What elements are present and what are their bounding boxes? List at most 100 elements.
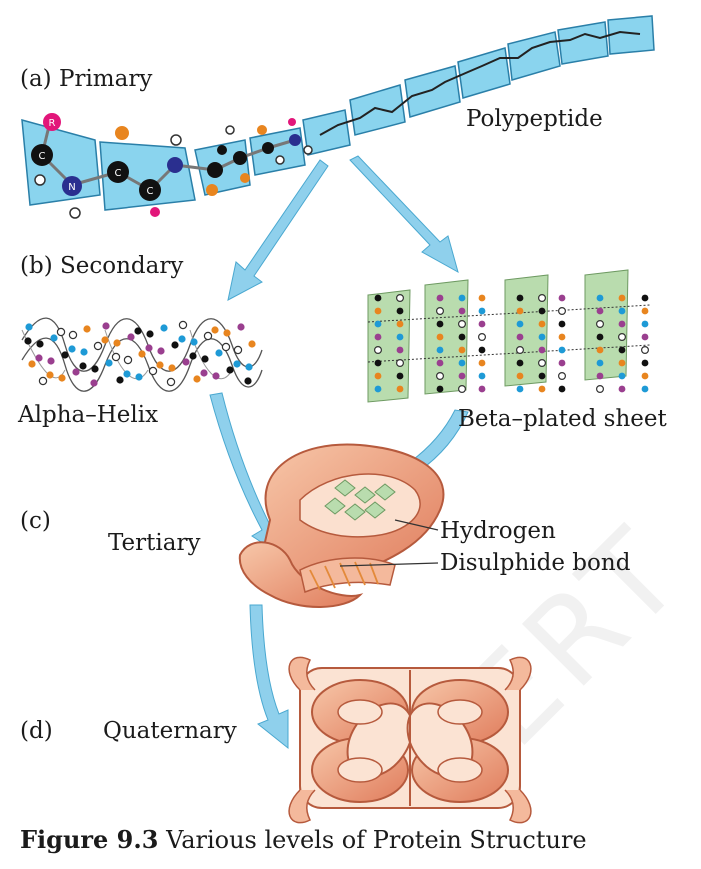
atom-dot [596, 346, 604, 354]
chain-segment [349, 84, 406, 136]
label-tertiary-letter: (c) [20, 508, 51, 534]
atom-dot [436, 320, 444, 328]
atom-dot [244, 377, 252, 385]
atom-dot [618, 359, 626, 367]
atom-dot [618, 385, 626, 393]
atom-dot [396, 320, 404, 328]
atom-dot [190, 338, 198, 346]
atom-dot [46, 371, 54, 379]
atom-dot [102, 322, 110, 330]
atom-dot [148, 366, 158, 376]
atom-dot [233, 345, 243, 355]
tertiary-structure [238, 443, 445, 608]
atom-dot [596, 307, 604, 315]
label-tertiary: Tertiary [108, 530, 201, 556]
atom-dot [93, 341, 103, 351]
chain-segment [21, 118, 101, 206]
atom-dot [538, 307, 546, 315]
hbond-diamond [364, 501, 386, 519]
atom-dot [157, 347, 165, 355]
atom-dot [516, 333, 524, 341]
atom-dot [56, 327, 66, 337]
label-hydrogen: Hydrogen [440, 518, 556, 544]
atom-dot [215, 349, 223, 357]
atom-dot [641, 320, 649, 328]
atom-dot [558, 346, 566, 354]
atom-dot [203, 331, 213, 341]
atom-dot [558, 320, 566, 328]
atom-dot [28, 360, 36, 368]
label-quaternary-letter: (d) [20, 718, 53, 744]
atom-dot [105, 359, 113, 367]
atom-dot [374, 294, 382, 302]
atom-dot [374, 385, 382, 393]
atom-dot [458, 320, 467, 329]
atom-dot [458, 307, 466, 315]
atom-dot [396, 385, 404, 393]
atom-dot [24, 337, 32, 345]
atom-dot [595, 320, 604, 329]
atom-dot [436, 385, 444, 393]
atom-dot [478, 372, 486, 380]
figure-caption-text: Various levels of Protein Structure [166, 826, 587, 854]
atom-dot [641, 333, 649, 341]
atom-dot [135, 373, 143, 381]
atom-dot [223, 329, 231, 337]
atom-dot [248, 340, 256, 348]
label-polypeptide: Polypeptide [466, 106, 603, 132]
atom-dot [478, 307, 486, 315]
label-quaternary: Quaternary [103, 718, 237, 744]
atom-dot [101, 336, 109, 344]
figure-number: Figure 9.3 [20, 825, 159, 854]
atom-dot [116, 376, 124, 384]
atom-dot [538, 385, 546, 393]
atom-c-label: C [39, 151, 46, 162]
arrow-to-sheet [349, 155, 459, 274]
hydrogen-leader [394, 519, 439, 531]
atom-dot [436, 333, 444, 341]
atom-dot [138, 350, 146, 358]
atom-dot [171, 341, 179, 349]
atom-dot [166, 377, 176, 387]
atom-dot [25, 323, 33, 331]
atom-dot [515, 346, 524, 355]
atom-dot [127, 333, 135, 341]
atom-dot [47, 357, 55, 365]
atom-dot [374, 320, 382, 328]
atom-dot [478, 359, 486, 367]
atom-dot [374, 346, 383, 355]
atom-dot [641, 294, 649, 302]
atom-dot [123, 355, 133, 365]
atom-dot [178, 335, 186, 343]
atom-dot [237, 323, 245, 331]
chain-segment [507, 31, 561, 81]
primary-atoms [31, 113, 313, 219]
disulphide-leader [339, 562, 439, 567]
hbond-diamond [334, 479, 356, 497]
atom-dot [478, 333, 487, 342]
atom-dot [558, 359, 566, 367]
atom-dot [38, 376, 48, 386]
label-beta-sheet: Beta–plated sheet [458, 406, 667, 432]
atom-dot [516, 372, 524, 380]
atom-dot [374, 333, 382, 341]
atom-dot [72, 368, 80, 376]
hbond-diamond [324, 497, 346, 515]
atom-dot [396, 346, 404, 354]
label-secondary: (b) Secondary [20, 253, 184, 279]
polypeptide-chain [21, 15, 655, 211]
atom-dot [618, 294, 626, 302]
atom-dot [226, 366, 234, 374]
atom-c-label-3: C [147, 186, 154, 197]
atom-dot [83, 325, 91, 333]
helix-atoms [24, 320, 256, 387]
atom-dot [146, 330, 154, 338]
atom-dot [538, 346, 546, 354]
atom-r-label: R [49, 118, 56, 129]
atom-dot [189, 352, 197, 360]
atom-dot [61, 351, 69, 359]
atom-dot [36, 340, 44, 348]
atom-dot [516, 307, 524, 315]
atom-dot [396, 359, 405, 368]
atom-dot [537, 359, 546, 368]
